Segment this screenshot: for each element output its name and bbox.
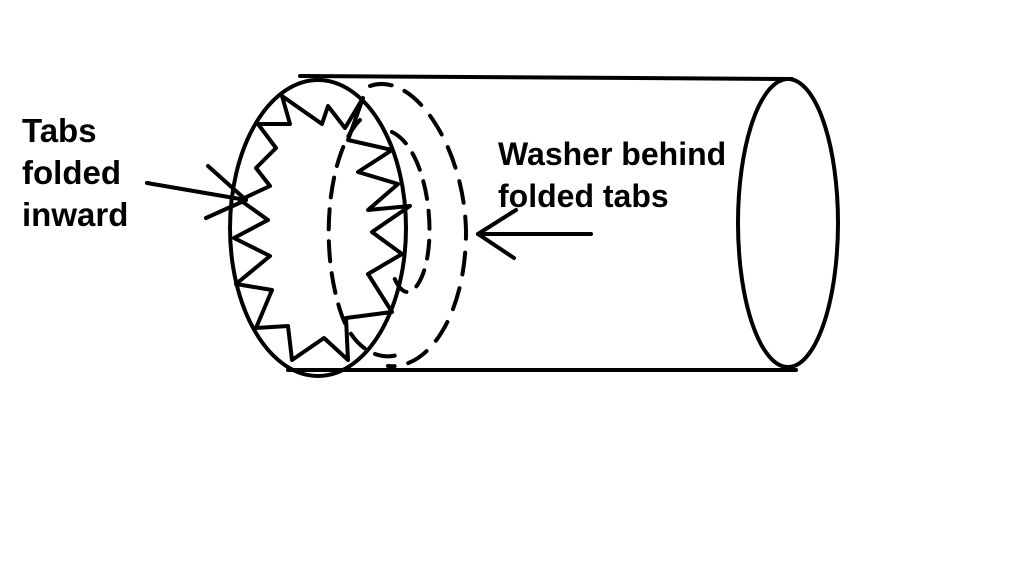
- label-washer-behind-tabs: Washer behind folded tabs: [498, 133, 726, 217]
- folded-tabs-zigzag: [232, 94, 412, 362]
- label-tabs-folded-inward: Tabs folded inward: [22, 110, 128, 236]
- washer-outer-dashed: [368, 82, 468, 369]
- label-washer-line2: folded tabs: [498, 178, 669, 214]
- label-tabs-line2: folded: [22, 154, 121, 191]
- label-tabs-line3: inward: [22, 196, 129, 233]
- cylinder-top-edge: [298, 74, 794, 81]
- arrow-to-tabs: [145, 164, 248, 220]
- arrow-to-washer: [476, 208, 593, 260]
- washer-inner-dashed: [390, 130, 432, 294]
- label-washer-line1: Washer behind: [498, 136, 727, 172]
- cylinder-right-end: [736, 77, 840, 369]
- label-tabs-line1: Tabs: [22, 112, 97, 149]
- cylinder-left-end: [228, 78, 408, 378]
- washer-middle-dashed: [326, 118, 402, 359]
